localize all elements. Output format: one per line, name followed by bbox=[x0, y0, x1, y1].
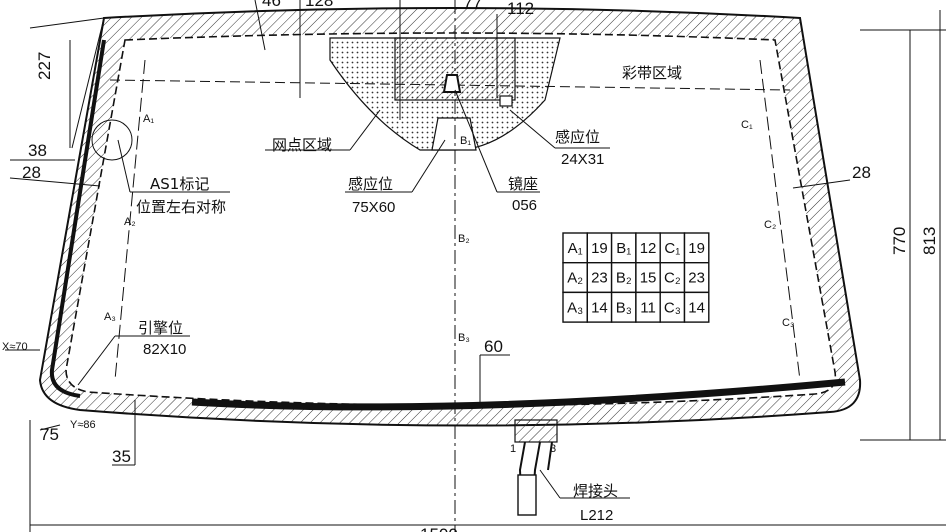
table-cell: B₃ bbox=[616, 299, 632, 316]
table-cell: 11 bbox=[640, 299, 656, 316]
label-tow-size: 82X10 bbox=[143, 341, 186, 358]
point-C2: C₂ bbox=[764, 219, 776, 231]
table-cell-border bbox=[586, 291, 613, 323]
dim-28-right: 28 bbox=[852, 163, 871, 182]
table-cell: 14 bbox=[688, 299, 705, 316]
table-cell: 15 bbox=[640, 270, 657, 287]
table-cell: A₂ bbox=[567, 270, 583, 287]
table-cell: B₂ bbox=[616, 270, 632, 287]
label-mirror-code: 056 bbox=[512, 197, 537, 214]
table-cell: 19 bbox=[688, 240, 705, 257]
dim-128: 128 bbox=[305, 0, 333, 10]
heating-wire-bottom bbox=[191, 378, 846, 411]
label-as1-line2: 位置左右对称 bbox=[136, 198, 226, 216]
dim-227: 227 bbox=[35, 52, 54, 80]
dim-112: 112 bbox=[507, 0, 534, 18]
table-cell-border bbox=[635, 291, 661, 323]
table-cell: C₂ bbox=[664, 270, 681, 287]
dim-75: 75 bbox=[40, 425, 59, 444]
weld-connector-block bbox=[514, 419, 558, 443]
label-pin-3: 3 bbox=[550, 443, 556, 455]
label-sensor-mid-size: 75X60 bbox=[352, 199, 395, 216]
dim-770: 770 bbox=[890, 227, 909, 255]
label-mirror-title: 镜座 bbox=[508, 175, 538, 193]
dim-35: 35 bbox=[112, 447, 131, 466]
dim-46: 46 bbox=[262, 0, 281, 10]
color-band-line bbox=[109, 79, 791, 91]
dim-38: 38 bbox=[28, 141, 47, 160]
label-sensor-mid-title: 感应位 bbox=[348, 175, 393, 193]
right-offset-line bbox=[759, 59, 801, 381]
weld-plug bbox=[517, 474, 537, 516]
table-cell: B₁ bbox=[616, 240, 631, 257]
table-cell: 23 bbox=[688, 270, 705, 287]
point-A3: A₃ bbox=[104, 311, 116, 323]
label-color-band: 彩带区域 bbox=[622, 64, 682, 82]
heating-wire-left bbox=[49, 39, 106, 398]
sensor-trapezoid bbox=[431, 117, 477, 151]
table-cell-border bbox=[610, 262, 637, 294]
table-cell-border bbox=[562, 262, 588, 294]
point-B2: B₂ bbox=[458, 233, 470, 245]
table-cell: A₁ bbox=[568, 240, 583, 257]
table-cell: 19 bbox=[591, 240, 608, 257]
table-cell-border bbox=[610, 291, 637, 323]
label-weld-title: 焊接头 bbox=[573, 482, 618, 500]
dim-bottom-width: 1500 bbox=[420, 525, 458, 532]
table-cell: 14 bbox=[591, 299, 608, 316]
dim-60: 60 bbox=[484, 337, 503, 356]
left-offset-line bbox=[114, 59, 146, 381]
label-dot-area: 网点区域 bbox=[272, 136, 332, 154]
label-weld-code: L212 bbox=[580, 507, 613, 524]
dim-x70: X≈70 bbox=[2, 341, 28, 353]
table-cell: A₃ bbox=[567, 299, 583, 316]
dim-28-left: 28 bbox=[22, 163, 41, 182]
table-cell: 23 bbox=[591, 270, 608, 287]
label-as1-line1: AS1标记 bbox=[150, 175, 209, 193]
dim-y86: Y≈86 bbox=[70, 419, 96, 431]
point-B1: B₁ bbox=[460, 135, 471, 147]
table-cell: 12 bbox=[640, 240, 657, 257]
label-sensor-right-size: 24X31 bbox=[561, 151, 604, 168]
table-cell-border bbox=[635, 232, 661, 264]
table-cell: C₃ bbox=[664, 299, 681, 316]
dim-813: 813 bbox=[920, 227, 939, 255]
label-tow-title: 引擎位 bbox=[138, 319, 183, 337]
table-cell-border bbox=[659, 291, 686, 323]
dim-77: 77 bbox=[463, 0, 482, 13]
point-B3: B₃ bbox=[458, 332, 470, 344]
point-A2: A₂ bbox=[124, 216, 136, 228]
label-pin-1: 1 bbox=[510, 443, 516, 455]
point-A1: A₁ bbox=[143, 113, 154, 125]
table-cell-border bbox=[610, 232, 637, 264]
table-cell-border bbox=[683, 291, 710, 323]
as1-mark-circle bbox=[91, 119, 133, 161]
point-C1: C₁ bbox=[741, 119, 753, 131]
point-C3: C₃ bbox=[782, 317, 794, 329]
table-cell: C₁ bbox=[664, 240, 680, 257]
label-sensor-right-title: 感应位 bbox=[555, 128, 600, 146]
sensor-right-box bbox=[499, 95, 513, 107]
table-cell-border bbox=[562, 291, 588, 323]
mirror-seat-icon bbox=[442, 74, 462, 93]
